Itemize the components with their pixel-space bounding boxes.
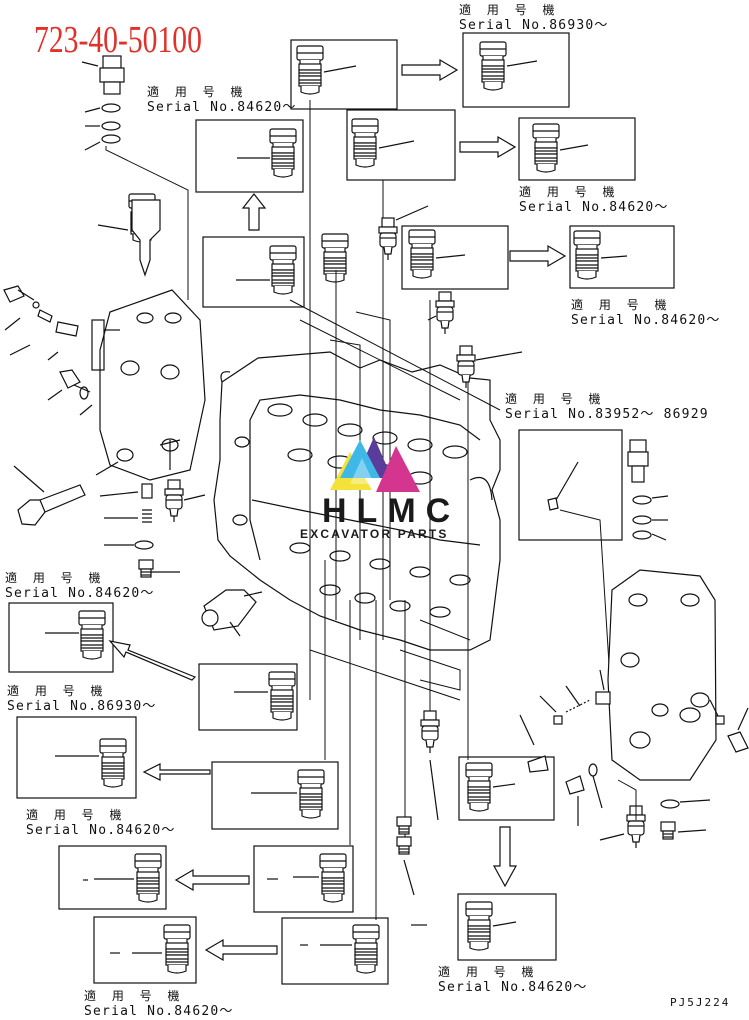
box-relief-top: [290, 39, 398, 110]
arrow-left-2: [174, 868, 250, 892]
serial-label-bottom-left: 適 用 号 機 Serial No.84620～: [84, 988, 234, 1020]
serial-prefix: 適 用 号 機: [459, 3, 561, 17]
solenoid-left: [201, 589, 263, 637]
serial-prefix: 適 用 号 機: [7, 684, 109, 698]
serial-label-upper-right: 適 用 号 機 Serial No.84620～: [519, 184, 669, 216]
box-upper-right: [518, 117, 636, 181]
arrow-left-3: [204, 938, 278, 962]
serial-prefix: 適 用 号 機: [147, 85, 249, 99]
box-mid-3: [253, 845, 354, 913]
box-serial-83952: [518, 429, 623, 541]
arrow-diag-left: [108, 640, 197, 681]
serial-text: Serial No.84620～: [571, 313, 721, 328]
serial-label-left-1: 適 用 号 機 Serial No.84620～: [5, 570, 155, 602]
serial-text: Serial No.84620～: [84, 1004, 234, 1019]
box-center-top: [346, 109, 456, 181]
page-code: PJ5J224: [670, 996, 731, 1009]
logo-triangle-cyan: [340, 440, 380, 478]
watermark-brand: HLMC: [322, 492, 461, 530]
box-bottom-mid: [281, 917, 389, 985]
serial-text: Serial No.84620～: [5, 586, 155, 601]
part-boxes: [8, 32, 675, 985]
arrow-right-2: [459, 135, 517, 159]
arrow-up: [241, 193, 267, 231]
watermark-logo-mark: [330, 437, 420, 492]
body-guide-lines: [289, 100, 501, 920]
box-right-lower: [458, 756, 555, 821]
arrow-right-1: [401, 58, 459, 82]
box-center-mid: [401, 225, 509, 290]
left-end-cover: [3, 55, 206, 578]
box-mid-2: [211, 761, 339, 830]
box-left-1: [8, 602, 114, 673]
arrows: [108, 58, 567, 962]
box-mid-1: [198, 663, 298, 731]
serial-label-upper-left: 適 用 号 機 Serial No.84620～: [147, 84, 297, 116]
serial-label-right-mid: 適 用 号 機 Serial No.83952～ 86929: [505, 391, 709, 423]
serial-text: Serial No.86930～: [459, 18, 609, 33]
box-relief-top-right: [462, 32, 570, 108]
serial-prefix: 適 用 号 機: [438, 965, 540, 979]
serial-text: Serial No.83952～ 86929: [505, 407, 709, 422]
serial-label-left-3: 適 用 号 機 Serial No.84620～: [26, 807, 176, 839]
watermark-subtitle: EXCAVATOR PARTS: [300, 527, 449, 541]
serial-prefix: 適 用 号 機: [571, 298, 673, 312]
serial-text: Serial No.84620～: [438, 980, 588, 995]
serial-label-left-2: 適 用 号 機 Serial No.86930～: [7, 683, 157, 715]
arrow-left-1: [142, 763, 211, 781]
part-number: 723-40-50100: [34, 19, 202, 61]
serial-text: Serial No.86930～: [7, 699, 157, 714]
serial-label-bottom-mid: 適 用 号 機 Serial No.84620～: [438, 964, 588, 996]
box-left-3: [58, 845, 167, 910]
serial-text: Serial No.84620～: [519, 200, 669, 215]
box-bottom-left: [93, 916, 197, 984]
box-left-mid: [202, 236, 305, 308]
box-right-mid: [569, 225, 675, 289]
box-left-2: [16, 716, 137, 799]
serial-prefix: 適 用 号 機: [505, 392, 607, 406]
serial-label-right: 適 用 号 機 Serial No.84620～: [571, 297, 721, 329]
serial-prefix: 適 用 号 機: [519, 185, 621, 199]
main-valve-body: [213, 351, 501, 651]
serial-prefix: 適 用 号 機: [84, 989, 186, 1003]
serial-label-top-right: 適 用 号 機 Serial No.86930～: [459, 2, 609, 34]
serial-text: Serial No.84620～: [147, 100, 297, 115]
serial-prefix: 適 用 号 機: [5, 571, 107, 585]
sensors-top: [378, 205, 523, 389]
serial-prefix: 適 用 号 機: [26, 808, 128, 822]
serial-text: Serial No.84620～: [26, 823, 176, 838]
logo-triangle-magenta: [376, 446, 420, 492]
arrow-down: [492, 826, 518, 888]
leader-lines: [45, 60, 628, 954]
box-upper-left: [195, 119, 304, 193]
box-bottom-right: [457, 893, 557, 961]
right-end-cover: [519, 439, 749, 849]
arrow-right-3: [509, 244, 567, 268]
sensors-bottom: [396, 710, 440, 896]
